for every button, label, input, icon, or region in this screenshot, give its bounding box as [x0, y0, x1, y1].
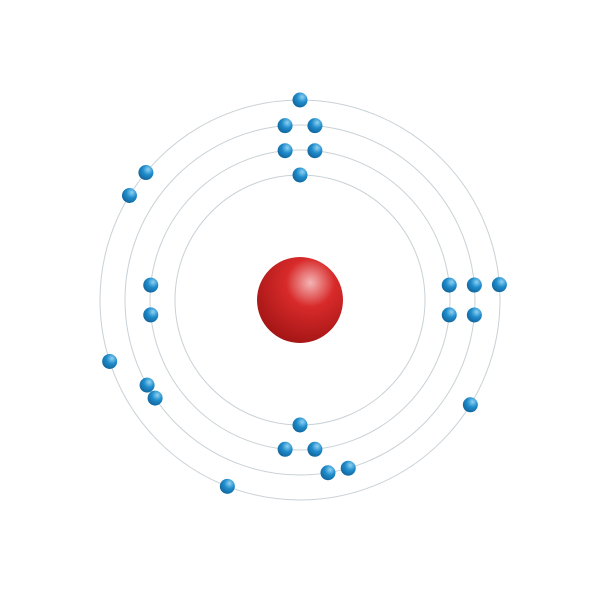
electron-shell-3-3 — [466, 277, 482, 293]
electron-shell-4-6 — [121, 188, 137, 203]
electron-shell-1-1 — [292, 167, 308, 183]
electron-shell-2-5 — [307, 441, 323, 457]
orbit-shell-3 — [124, 124, 476, 476]
electron-shell-2-3 — [441, 277, 457, 293]
electrons — [102, 92, 507, 494]
orbit-shell-2 — [149, 149, 451, 451]
electron-shell-4-3 — [462, 397, 478, 413]
electron-shell-3-7 — [147, 390, 163, 406]
electron-shell-4-1 — [292, 92, 308, 108]
electron-shell-2-7 — [143, 307, 159, 323]
electron-shell-2-4 — [441, 307, 457, 323]
electron-shell-2-1 — [277, 143, 293, 159]
electron-shell-3-6 — [320, 465, 336, 481]
electron-shell-2-2 — [307, 143, 323, 159]
electron-shell-4-7 — [138, 165, 154, 181]
electron-shell-3-8 — [139, 377, 155, 393]
electron-shell-3-5 — [340, 460, 356, 476]
electron-shell-3-1 — [277, 118, 293, 134]
electron-shell-2-8 — [143, 277, 159, 293]
electron-shell-3-2 — [307, 118, 323, 134]
electron-shell-3-4 — [466, 307, 482, 323]
electron-shell-4-5 — [102, 353, 118, 369]
nucleus-group — [257, 257, 343, 343]
nucleus — [257, 257, 343, 343]
electron-shell-1-2 — [292, 417, 308, 433]
electron-shell-4-4 — [219, 478, 235, 494]
electron-shell-2-6 — [277, 441, 293, 457]
electron-shell-4-2 — [491, 277, 507, 293]
